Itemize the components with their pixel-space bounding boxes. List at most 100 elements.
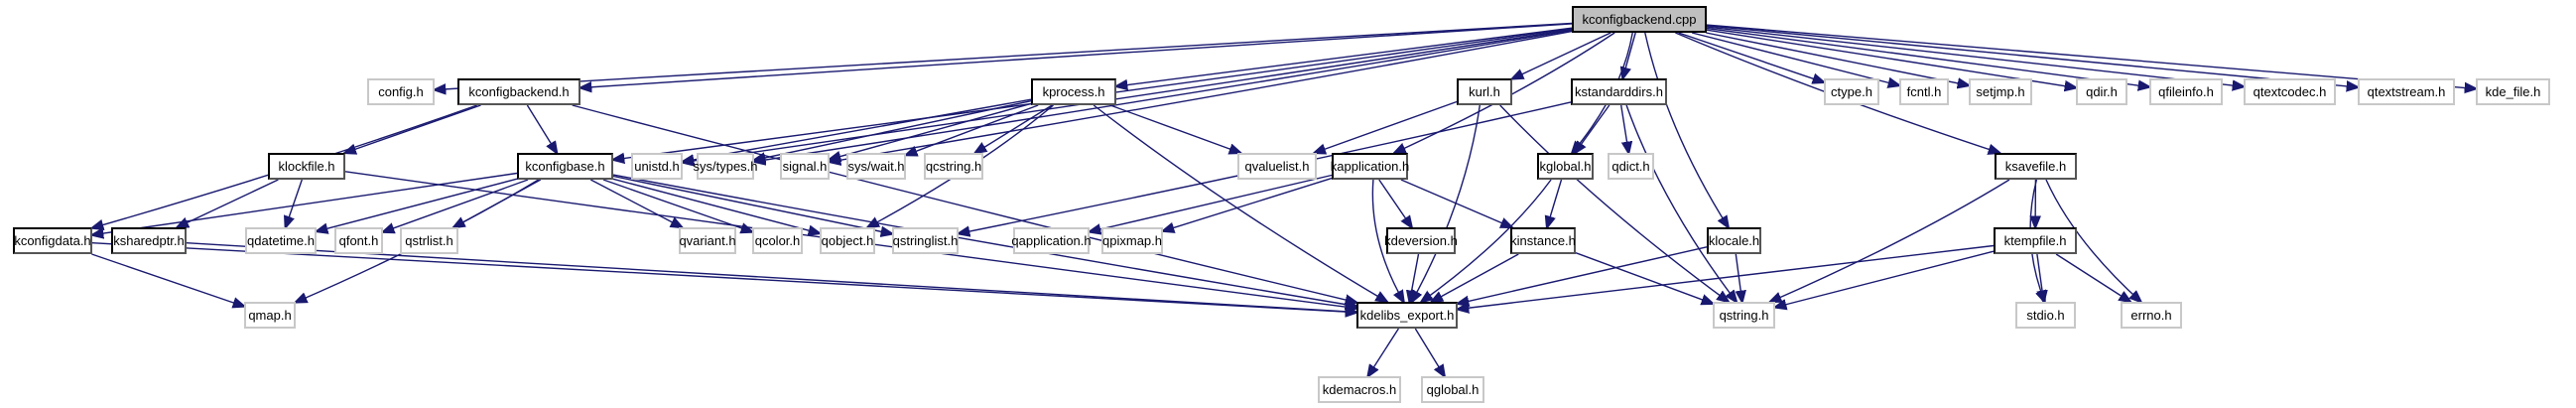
edge-kconfigbase-h-to-kdelibs-export-h [612,174,1356,306]
node-label: kconfigbackend.cpp [1582,12,1697,27]
edge-klocale-h-to-kdelibs-export-h [1458,246,1708,304]
node-ctype-h[interactable]: ctype.h [1824,78,1879,105]
node-qpixmap-h[interactable]: qpixmap.h [1101,227,1163,254]
node-kconfigbackend-cpp[interactable]: kconfigbackend.cpp [1572,6,1707,33]
edge-kconfigbase-h-to-qcolor-h [602,179,752,232]
edge-kprocess-h-to-sys-wait-h [906,104,1039,155]
node-qstring-h[interactable]: qstring.h [1713,302,1775,329]
edge-kconfigbackend-cpp-to-unistd-h [683,29,1573,163]
node-setjmp-h[interactable]: setjmp.h [1969,78,2032,105]
node-kconfigbackend-h[interactable]: kconfigbackend.h [457,78,580,105]
edge-kconfigbackend-h-to-kconfigbase-h [526,104,557,153]
node-signal-h[interactable]: signal.h [780,153,830,180]
node-ktempfile-h[interactable]: ktempfile.h [1994,227,2077,254]
node-label: sys/wait.h [847,159,905,174]
node-label: setjmp.h [1976,84,2025,99]
node-label: klocale.h [1708,233,1760,248]
edge-kconfigbase-h-to-qobject-h [612,178,820,233]
node-label: kapplication.h [1330,159,1410,174]
node-sys-types-h[interactable]: sys/types.h [693,153,758,180]
node-qdict-h[interactable]: qdict.h [1608,153,1654,180]
edge-kconfigbackend-cpp-to-signal-h [830,30,1573,163]
edge-ktempfile-h-to-errno-h [2055,253,2130,302]
node-kconfigbase-h[interactable]: kconfigbase.h [517,153,613,180]
edge-kapplication-h-to-qapplication-h [1090,174,1333,232]
node-kglobal-h[interactable]: kglobal.h [1537,153,1594,180]
node-label: kdemacros.h [1322,382,1397,397]
node-qstrlist-h[interactable]: qstrlist.h [400,227,458,254]
node-kinstance-h[interactable]: kinstance.h [1510,227,1576,254]
node-fcntl-h[interactable]: fcntl.h [1899,78,1949,105]
node-label: errno.h [2130,308,2172,323]
node-label: stdio.h [2026,308,2065,323]
node-kdelibs-export-h[interactable]: kdelibs_export.h [1356,302,1458,329]
node-ksharedptr-h[interactable]: ksharedptr.h [111,227,187,254]
node-klockfile-h[interactable]: klockfile.h [268,153,345,180]
node-ksavefile-h[interactable]: ksavefile.h [1995,153,2077,180]
edge-kconfigbackend-cpp-to-kstandarddirs-h [1622,32,1636,78]
node-label: sys/types.h [693,159,758,174]
node-qmap-h[interactable]: qmap.h [244,302,296,329]
node-qcolor-h[interactable]: qcolor.h [752,227,803,254]
node-kapplication-h[interactable]: kapplication.h [1330,153,1410,180]
node-qtextstream-h[interactable]: qtextstream.h [2358,78,2455,105]
edge-kprocess-h-to-qvaluelist-h [1109,104,1240,153]
edge-kinstance-h-to-kdelibs-export-h [1432,253,1519,302]
node-qcstring-h[interactable]: qcstring.h [924,153,983,180]
edge-kconfigbackend-h-to-klockfile-h [345,104,481,153]
node-label: qapplication.h [1011,233,1092,248]
node-qobject-h[interactable]: qobject.h [820,227,875,254]
node-label: klockfile.h [278,159,335,174]
node-kde-file-h[interactable]: kde_file.h [2476,78,2550,105]
edge-kconfigbackend-cpp-to-qdir-h [1706,29,2076,87]
node-qapplication-h[interactable]: qapplication.h [1011,227,1092,254]
node-label: ksharedptr.h [113,233,185,248]
node-qfont-h[interactable]: qfont.h [334,227,383,254]
node-kdeversion-h[interactable]: kdeversion.h [1384,227,1458,254]
edge-kstandarddirs-h-to-kglobal-h [1575,104,1610,153]
edge-kconfigbackend-cpp-to-kurl-h [1512,32,1611,78]
node-config-h[interactable]: config.h [367,78,435,105]
edge-ksavefile-h-to-errno-h [2045,179,2141,302]
node-label: ksavefile.h [2004,159,2067,174]
node-label: qstrlist.h [405,233,453,248]
edge-kurl-h-to-qvaluelist-h [1315,100,1458,154]
edge-kapplication-h-to-kdelibs-export-h [1371,179,1403,302]
node-unistd-h[interactable]: unistd.h [631,153,683,180]
node-kconfigdata-h[interactable]: kconfigdata.h [13,227,92,254]
node-qtextcodec-h[interactable]: qtextcodec.h [2244,78,2336,105]
edge-kapplication-h-to-qpixmap-h [1163,177,1333,231]
node-qstringlist-h[interactable]: qstringlist.h [892,227,959,254]
node-label: qfont.h [338,233,379,248]
edge-kconfigbackend-cpp-to-klocale-h [1644,32,1729,227]
node-klocale-h[interactable]: klocale.h [1707,227,1761,254]
node-qglobal-h[interactable]: qglobal.h [1421,376,1484,403]
edge-ktempfile-h-to-qstring-h [1775,250,1995,307]
node-label: qfileinfo.h [2158,84,2214,99]
node-label: kinstance.h [1510,233,1576,248]
node-label: qmap.h [248,308,292,323]
node-kdemacros-h[interactable]: kdemacros.h [1318,376,1401,403]
node-errno-h[interactable]: errno.h [2121,302,2182,329]
node-qvaluelist-h[interactable]: qvaluelist.h [1237,153,1317,180]
node-label: qtextcodec.h [2253,84,2327,99]
node-qdatetime-h[interactable]: qdatetime.h [245,227,317,254]
node-qvariant-h[interactable]: qvariant.h [679,227,736,254]
node-kstandarddirs-h[interactable]: kstandarddirs.h [1571,78,1667,105]
node-qdir-h[interactable]: qdir.h [2076,78,2127,105]
edge-kdelibs-export-h-to-qglobal-h [1414,328,1444,376]
node-kurl-h[interactable]: kurl.h [1457,78,1512,105]
node-label: kdelibs_export.h [1359,308,1455,323]
edge-kstandarddirs-h-to-qdict-h [1620,104,1629,153]
node-qfileinfo-h[interactable]: qfileinfo.h [2149,78,2223,105]
node-sys-wait-h[interactable]: sys/wait.h [846,153,906,180]
edge-kconfigbackend-cpp-to-qtextcodec-h [1706,26,2244,86]
edge-kprocess-h-to-signal-h [830,102,1032,159]
node-label: kstandarddirs.h [1575,84,1663,99]
node-kprocess-h[interactable]: kprocess.h [1031,78,1116,105]
node-stdio-h[interactable]: stdio.h [2015,302,2076,329]
edge-kapplication-h-to-kdeversion-h [1378,179,1412,227]
edge-kurl-h-to-qstring-h [1499,104,1729,302]
edge-klocale-h-to-qstring-h [1736,253,1741,302]
